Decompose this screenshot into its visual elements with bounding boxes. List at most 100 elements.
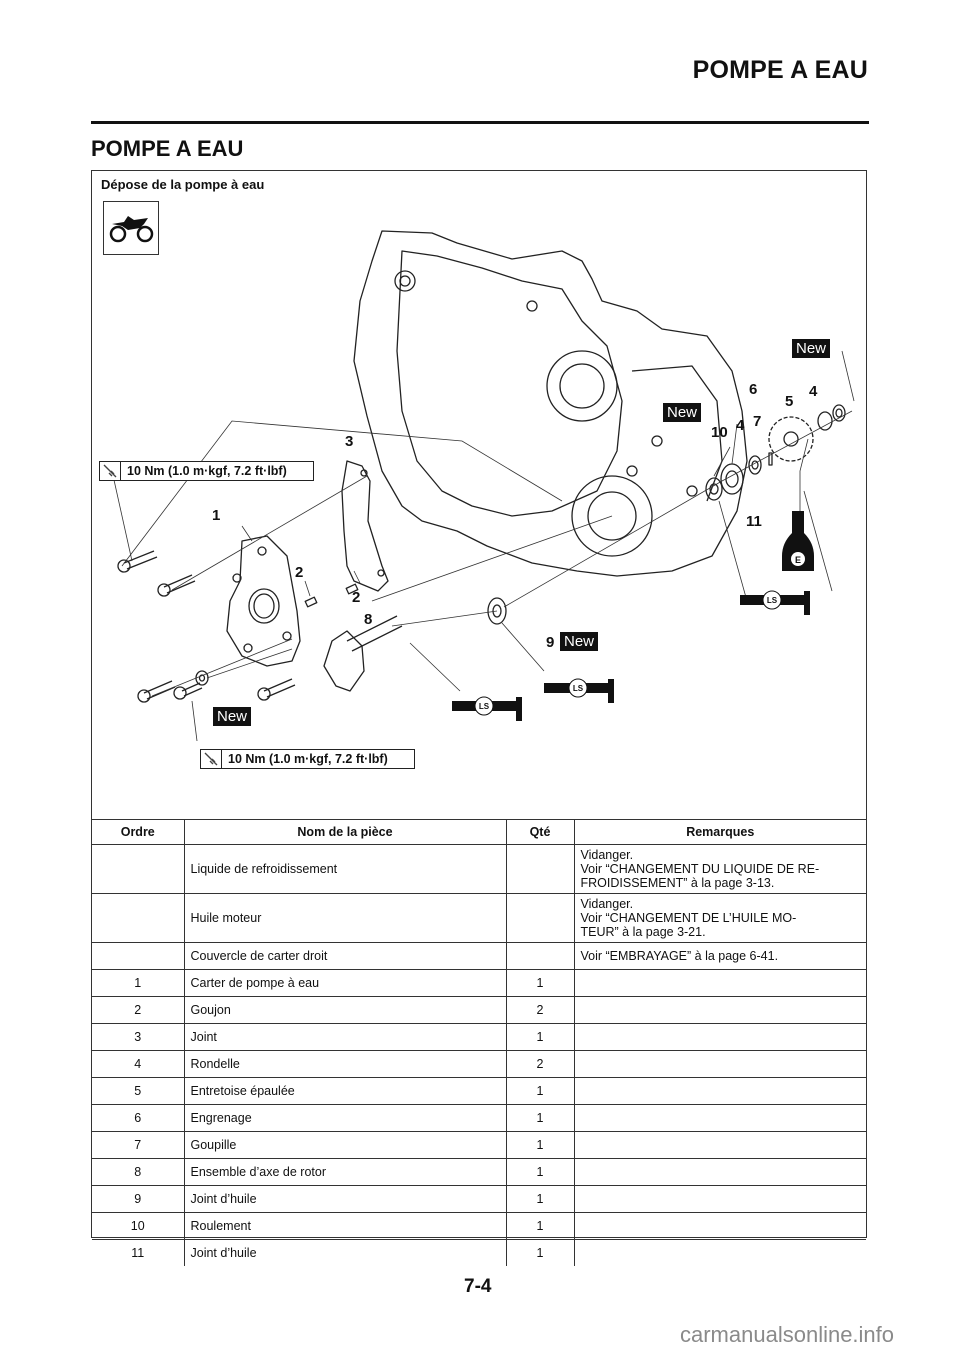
callout-4: 4 (809, 383, 818, 400)
new-part-tag: New (663, 403, 702, 422)
callout-9: 9 (546, 634, 555, 651)
svg-text:LS: LS (573, 684, 584, 693)
col-header-remarks: Remarques (573, 819, 866, 845)
cell-part-name: Huile moteur (183, 893, 507, 943)
cell-qty: 2 (505, 996, 575, 1024)
cell-remarks: Vidanger.Voir “CHANGEMENT DE L’HUILE MO-… (573, 893, 866, 943)
col-header-name: Nom de la pièce (183, 819, 507, 845)
cell-remarks (573, 1212, 866, 1240)
cell-qty (505, 844, 575, 894)
callout-11: 11 (746, 513, 762, 530)
callout-10: 10 (711, 424, 728, 441)
cell-qty (505, 942, 575, 970)
cell-qty: 1 (505, 1023, 575, 1051)
torque-value: 10 Nm (1.0 m·kgf, 7.2 ft·lbf) (127, 464, 287, 478)
cell-order (92, 893, 185, 943)
parts-table: Ordre Nom de la pièce Qté Remarques Liqu… (92, 819, 866, 1266)
remark-line: TEUR” à la page 3-21. (580, 925, 706, 939)
table-row: Couvercle de carter droit Voir “EMBRAYAGE… (92, 942, 866, 970)
new-part-tag: New (792, 339, 831, 358)
cell-qty (505, 893, 575, 943)
gasket-drawing (341, 460, 389, 592)
watermark: carmanualsonline.info (680, 1322, 895, 1347)
callout-4b: 4 (736, 417, 745, 434)
cell-part-name: Rondelle (183, 1050, 507, 1078)
cell-qty: 1 (505, 1158, 575, 1186)
cell-qty: 1 (505, 969, 575, 997)
page-number: 7-4 (464, 1276, 492, 1297)
cell-part-name: Goupille (183, 1131, 507, 1159)
water-pump-exploded-view: E LS LS LS (111, 230, 855, 742)
cell-qty: 1 (505, 1077, 575, 1105)
cell-remarks (573, 1077, 866, 1105)
cell-qty: 1 (505, 1131, 575, 1159)
engine-oil-icon: E (782, 511, 814, 571)
section-title: POMPE A EAU (91, 136, 244, 161)
cell-part-name: Joint d’huile (183, 1239, 507, 1266)
cell-order: 6 (92, 1104, 185, 1132)
callout-2b: 2 (352, 589, 361, 606)
torque-wrench-icon (100, 462, 121, 480)
procedure-frame: E LS LS LS Dépose de la pompe à eau (91, 170, 868, 1266)
bolts-drawing (117, 550, 296, 703)
col-header-qty: Qté (505, 819, 575, 845)
lithium-soap-grease-icon: LS (452, 696, 522, 721)
cell-qty: 1 (505, 1212, 575, 1240)
torque-wrench-icon (201, 750, 222, 768)
table-header-row: Ordre Nom de la pièce Qté Remarques (92, 819, 866, 845)
exploded-diagram: E LS LS LS Dépose de la pompe à eau (92, 171, 868, 811)
cell-remarks: Vidanger.Voir “CHANGEMENT DU LIQUIDE DE … (573, 844, 866, 894)
cell-part-name: Engrenage (183, 1104, 507, 1132)
callout-5: 5 (785, 393, 794, 410)
remark-line: Voir “CHANGEMENT DE L’HUILE MO- (580, 911, 797, 925)
cell-remarks (573, 996, 866, 1024)
cell-remarks (573, 1185, 866, 1213)
cell-part-name: Roulement (183, 1212, 507, 1240)
svg-text:LS: LS (479, 702, 490, 711)
cell-qty: 1 (505, 1104, 575, 1132)
callout-8: 8 (364, 611, 373, 628)
callout-3: 3 (345, 433, 354, 450)
procedure-caption: Dépose de la pompe à eau (101, 177, 265, 192)
remark-line: Voir “CHANGEMENT DU LIQUIDE DE RE- (580, 862, 820, 876)
cell-order: 8 (92, 1158, 185, 1186)
remark-line: Voir “EMBRAYAGE” à la page 6-41. (580, 949, 779, 963)
lithium-soap-grease-icon: LS (544, 678, 614, 703)
cell-order: 11 (92, 1239, 185, 1266)
rotor-shaft-drawing (323, 630, 365, 692)
cell-remarks (573, 1104, 866, 1132)
cell-order: 2 (92, 996, 185, 1024)
cell-part-name: Ensemble d’axe de rotor (183, 1158, 507, 1186)
cell-part-name: Carter de pompe à eau (183, 969, 507, 997)
cell-order (92, 942, 185, 970)
cell-remarks: Voir “EMBRAYAGE” à la page 6-41. (573, 942, 866, 970)
cell-order: 10 (92, 1212, 185, 1240)
header-rule (91, 121, 869, 124)
callout-1: 1 (212, 507, 221, 524)
cell-order: 9 (92, 1185, 185, 1213)
running-head: POMPE A EAU (692, 56, 868, 84)
cell-order: 4 (92, 1050, 185, 1078)
lithium-soap-grease-icon: LS (740, 590, 810, 615)
cell-order: 3 (92, 1023, 185, 1051)
new-part-tag: New (560, 632, 599, 651)
callout-2: 2 (295, 564, 304, 581)
cell-part-name: Couvercle de carter droit (183, 942, 507, 970)
svg-text:E: E (795, 555, 801, 565)
oil-seal-9-drawing (487, 597, 507, 625)
svg-text:LS: LS (767, 596, 778, 605)
remark-line: Vidanger. (580, 897, 634, 911)
cell-part-name: Goujon (183, 996, 507, 1024)
cell-part-name: Entretoise épaulée (183, 1077, 507, 1105)
cell-remarks (573, 969, 866, 997)
crankcase-cover-drawing (353, 230, 748, 577)
